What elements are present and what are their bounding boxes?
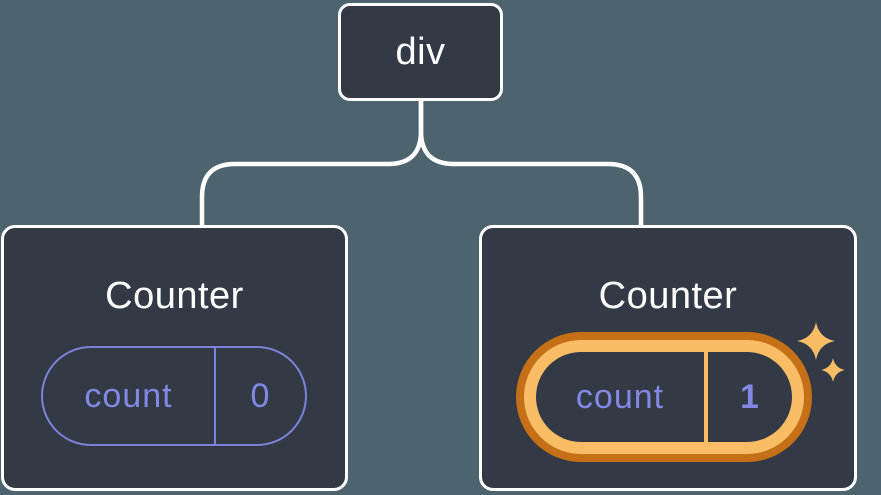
state-value: 0 bbox=[250, 376, 271, 415]
highlight-ring: count 1 bbox=[524, 340, 804, 454]
counter-card-right: Counter count 1 bbox=[479, 225, 857, 491]
counter-title: Counter bbox=[105, 275, 244, 317]
root-node-div: div bbox=[338, 3, 503, 101]
connector-right-branch bbox=[418, 101, 644, 226]
state-pill: count 0 bbox=[41, 346, 307, 446]
state-key: count bbox=[43, 348, 216, 444]
counter-card-left: Counter count 0 bbox=[1, 225, 348, 491]
counter-title: Counter bbox=[598, 275, 738, 317]
root-node-label: div bbox=[395, 30, 446, 73]
state-value: 1 bbox=[740, 377, 760, 416]
state-key: count bbox=[536, 352, 708, 442]
state-pill-highlighted: count 1 bbox=[516, 332, 812, 462]
connector-left-branch bbox=[199, 101, 424, 226]
state-pill-interior: count 1 bbox=[536, 352, 792, 442]
